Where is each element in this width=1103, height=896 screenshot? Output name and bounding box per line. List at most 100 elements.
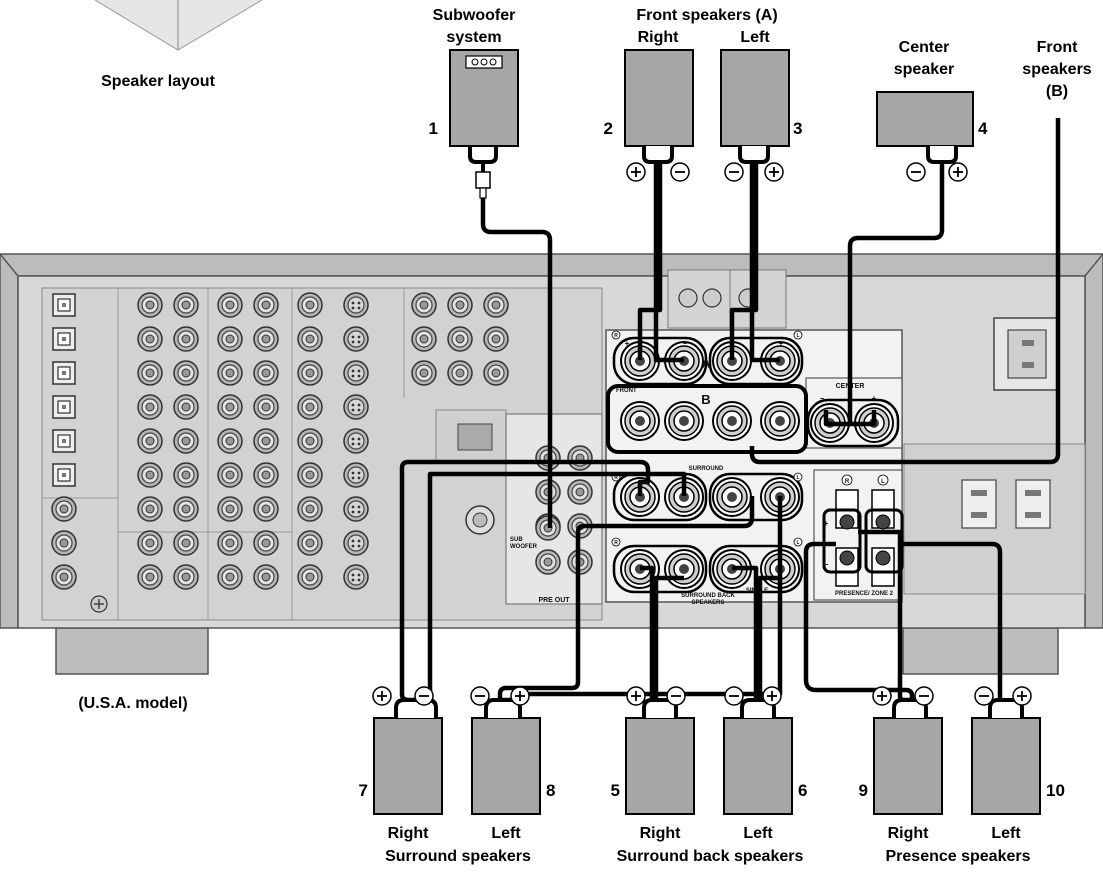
rca-jack [297, 564, 323, 590]
optical-jack [52, 429, 76, 453]
rca-jack [483, 326, 509, 352]
rca-jack [217, 428, 243, 454]
center-label-1: Center [899, 39, 950, 56]
center-speaker [876, 91, 974, 164]
label-surround-back-1: SURROUND BACK [681, 593, 735, 599]
coaxial-jack [51, 564, 77, 590]
label-l-front: L [796, 333, 799, 339]
label-front: FRONT [616, 388, 637, 394]
rca-jack [137, 462, 163, 488]
number-5: 5 [611, 781, 620, 800]
label-l-back: L [796, 540, 799, 546]
surround-back-group-label: Surround back speakers [617, 848, 804, 865]
left-foot [55, 627, 209, 675]
front-b-label-2: speakers [1022, 61, 1091, 78]
svideo-jack [343, 292, 369, 318]
surround-group-label: Surround speakers [385, 848, 531, 865]
number-6: 6 [798, 781, 807, 800]
rca-jack [137, 530, 163, 556]
surround-left-label: Left [491, 825, 521, 842]
front-a-label: Front speakers (A) [636, 7, 777, 24]
rca-jack [217, 292, 243, 318]
rca-jack [253, 394, 279, 420]
label-a: A [701, 356, 711, 371]
rca-jack [411, 360, 437, 386]
rca-jack [297, 462, 323, 488]
rca-jack [137, 564, 163, 590]
rca-jack [217, 564, 243, 590]
number-10: 10 [1046, 781, 1065, 800]
front-b-label-3: (B) [1046, 83, 1068, 100]
rca-jack [217, 462, 243, 488]
pre-out-jack [535, 549, 561, 575]
label-surround: SURROUND [689, 466, 724, 472]
number-7: 7 [359, 781, 368, 800]
number-1: 1 [429, 119, 438, 138]
rca-jack [253, 428, 279, 454]
rca-jack [173, 496, 199, 522]
rca-jack [253, 496, 279, 522]
rca-jack [253, 530, 279, 556]
subwoofer-speaker [449, 49, 519, 199]
pre-out-jack [567, 479, 593, 505]
label-sub: SUB [510, 537, 523, 543]
model-caption: (U.S.A. model) [78, 695, 187, 712]
surround-back-left-label: Left [743, 825, 773, 842]
label-r-back: R [614, 540, 618, 546]
speaker-layout-fragment: Speaker layout [94, 0, 263, 90]
center-label-2: speaker [894, 61, 955, 78]
number-3: 3 [793, 119, 802, 138]
svideo-jack [343, 564, 369, 590]
front-plus-r: + [625, 339, 630, 348]
svideo-jack [343, 428, 369, 454]
front-right-label: Right [638, 29, 680, 46]
speaker-terminal [712, 477, 752, 517]
rca-jack [173, 360, 199, 386]
coaxial-jack [51, 496, 77, 522]
presence-left-label: Left [991, 825, 1021, 842]
rca-jack [137, 326, 163, 352]
terminal-outlines [606, 336, 900, 594]
rca-jack [253, 360, 279, 386]
svideo-jack [343, 360, 369, 386]
rca-jack [137, 360, 163, 386]
svideo-jack [343, 530, 369, 556]
subwoofer-label-1: Subwoofer [433, 7, 516, 24]
number-2: 2 [604, 119, 613, 138]
center-plus: + [872, 394, 877, 403]
rca-jack [253, 292, 279, 318]
rca-jack [137, 394, 163, 420]
svideo-jack [343, 496, 369, 522]
rca-jack [297, 496, 323, 522]
front-a-left-speaker [720, 49, 790, 164]
front-plus-l: + [779, 339, 784, 348]
presence-minus: − [824, 560, 829, 569]
surround-back-right-label: Right [640, 825, 682, 842]
label-r-front: R [614, 333, 618, 339]
label-presence-zone: PRESENCE/ ZONE 2 [835, 591, 894, 597]
speaker-terminal [712, 401, 752, 441]
rca-jack [253, 326, 279, 352]
label-surround-back-2: SPEAKERS [691, 600, 724, 606]
label-pre-out: PRE OUT [538, 597, 570, 604]
rca-jack [173, 326, 199, 352]
rca-jack [297, 326, 323, 352]
bottom-labels: Right Left Right Left Right Left Surroun… [78, 695, 1030, 865]
front-a-right-speaker [624, 49, 694, 164]
center-minus: − [820, 394, 825, 403]
svideo-jack [343, 462, 369, 488]
front-minus-r: − [683, 339, 688, 348]
rca-jack [411, 292, 437, 318]
rca-jack [217, 394, 243, 420]
top-polarity-marks [626, 162, 968, 182]
speaker-terminal [760, 401, 800, 441]
surround-right-label: Right [388, 825, 430, 842]
speaker-numbers: 1 2 3 4 7 8 5 6 9 10 [359, 119, 1065, 800]
optical-jack [52, 463, 76, 487]
rca-jack [217, 496, 243, 522]
front-left-label: Left [740, 29, 770, 46]
number-8: 8 [546, 781, 555, 800]
pre-out-jack [567, 445, 593, 471]
